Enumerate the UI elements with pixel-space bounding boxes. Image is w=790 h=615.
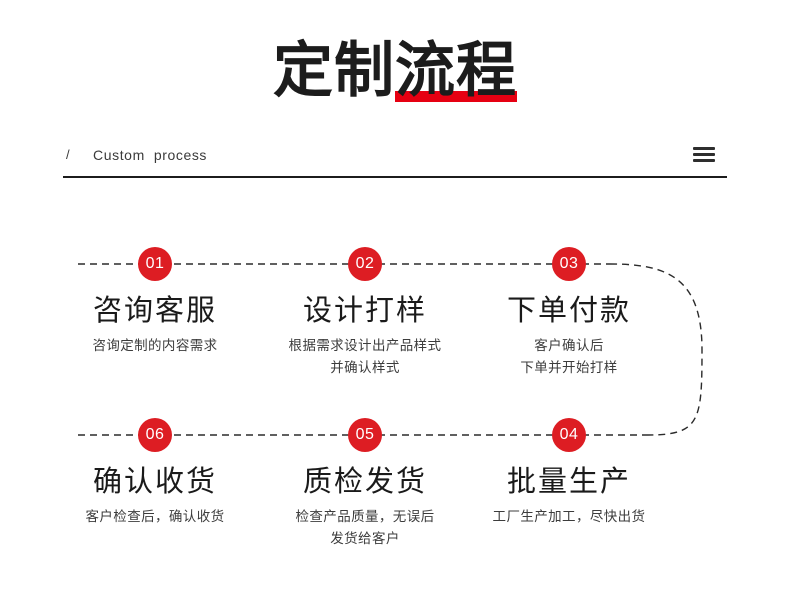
step-desc-01-line-1: 咨询定制的内容需求 [92, 338, 218, 353]
step-title-01: 咨询客服 [92, 295, 217, 327]
step-title-02: 设计打样 [302, 295, 427, 327]
step-desc-03-line-1: 客户确认后 [534, 338, 604, 353]
step-desc-05-line-2: 发货给客户 [330, 531, 400, 546]
step-desc-05: 检查产品质量，无误后 发货给客户 [250, 506, 480, 550]
page-header: 定制流程 / Custom process [0, 0, 790, 190]
step-title-03: 下单付款 [506, 295, 631, 327]
step-badge-06: 06 [138, 418, 172, 452]
title-underline-accent [395, 91, 517, 102]
step-title-05: 质检发货 [302, 466, 427, 498]
connector-right-curve [609, 263, 703, 436]
step-desc-06: 客户检查后，确认收货 [40, 506, 270, 528]
step-badge-02: 02 [348, 247, 382, 281]
hamburger-menu-icon[interactable] [693, 147, 715, 163]
step-desc-02: 根据需求设计出产品样式 并确认样式 [250, 335, 480, 379]
step-badge-05: 05 [348, 418, 382, 452]
step-title-06: 确认收货 [92, 466, 217, 498]
page-title: 定制流程 [0, 36, 790, 106]
step-desc-02-line-1: 根据需求设计出产品样式 [288, 338, 442, 353]
menu-icon-bar-1 [693, 147, 715, 150]
step-title-04: 批量生产 [506, 466, 631, 498]
flow-connector-lines [78, 263, 703, 436]
page-title-text: 定制流程 [273, 37, 517, 104]
subtitle-row: / Custom process [63, 145, 727, 177]
header-divider [63, 176, 727, 178]
step-badge-03: 03 [552, 247, 586, 281]
step-desc-01: 咨询定制的内容需求 [40, 335, 270, 357]
subtitle-text: Custom process [93, 147, 208, 163]
step-badge-04: 04 [552, 418, 586, 452]
step-desc-05-line-1: 检查产品质量，无误后 [295, 509, 435, 524]
step-desc-03: 客户确认后 下单并开始打样 [454, 335, 684, 379]
step-desc-02-line-2: 并确认样式 [330, 360, 400, 375]
step-badge-01: 01 [138, 247, 172, 281]
step-desc-04-line-1: 工厂生产加工，尽快出货 [492, 509, 646, 524]
step-desc-04: 工厂生产加工，尽快出货 [454, 506, 684, 528]
subtitle-slash: / [66, 147, 70, 162]
menu-icon-bar-2 [693, 153, 715, 156]
process-flow: 01 咨询客服 咨询定制的内容需求 02 设计打样 根据需求设计出产品样式 并确… [0, 190, 790, 615]
menu-icon-bar-3 [693, 159, 715, 162]
step-desc-03-line-2: 下单并开始打样 [520, 360, 618, 375]
page-title-inner: 定制流程 [273, 36, 517, 106]
step-desc-06-line-1: 客户检查后，确认收货 [85, 509, 225, 524]
